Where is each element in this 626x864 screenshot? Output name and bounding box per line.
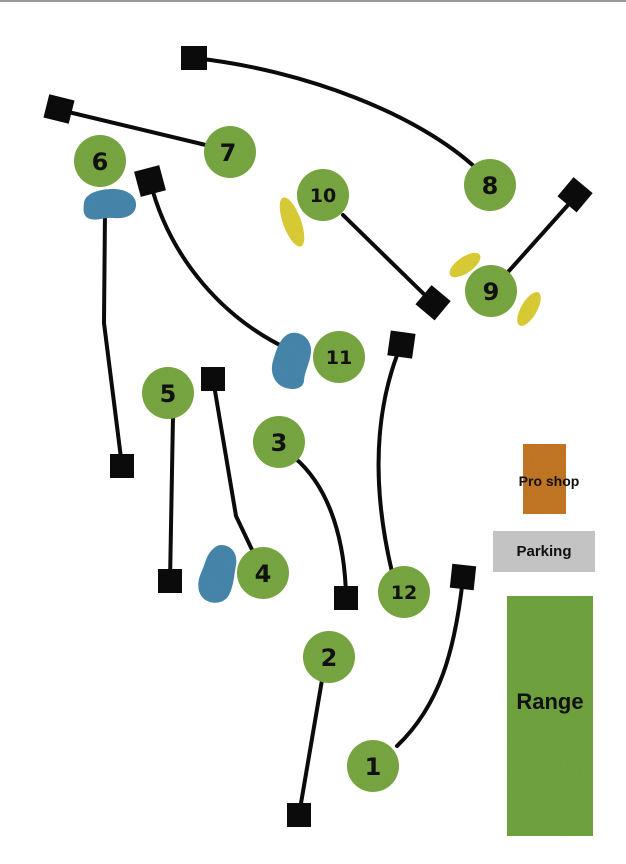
water-hazard-hole-6 xyxy=(83,189,137,220)
hole-number-3: 3 xyxy=(271,429,288,457)
hole-number-9: 9 xyxy=(483,278,500,306)
fairway-hole-12 xyxy=(376,343,403,574)
fairway-hole-4 xyxy=(211,377,257,558)
green-hole-1: 1 xyxy=(347,740,399,792)
green-hole-6: 6 xyxy=(74,135,126,187)
green-hole-3: 3 xyxy=(253,416,305,468)
fairway-hole-5 xyxy=(168,414,175,584)
green-hole-2: 2 xyxy=(303,631,355,683)
range-label: Range xyxy=(516,689,583,714)
hole-number-11: 11 xyxy=(326,347,352,369)
fairway-hole-9 xyxy=(506,194,578,274)
fairway-hole-8 xyxy=(192,56,480,172)
sand-bunker-hole-10 xyxy=(279,197,305,247)
hole-number-4: 4 xyxy=(255,560,272,588)
pro-shop-building xyxy=(523,444,566,514)
sand-bunker-hole-9-right xyxy=(517,292,541,326)
fairway-hole-7 xyxy=(58,108,212,148)
tee-box-9 xyxy=(557,177,593,213)
hole-number-5: 5 xyxy=(160,380,177,408)
green-hole-9: 9 xyxy=(465,265,517,317)
fairway-hole-11 xyxy=(148,179,292,352)
parking-lot xyxy=(493,531,595,572)
water-hazard-hole-11 xyxy=(271,332,312,389)
green-hole-5: 5 xyxy=(142,367,194,419)
pro-shop-label: Pro shop xyxy=(519,473,580,489)
sand-bunker-hole-9-left xyxy=(449,252,481,278)
hole-number-12: 12 xyxy=(391,582,417,604)
fairway-hole-1 xyxy=(395,576,465,748)
tee-box-3 xyxy=(334,586,358,610)
hole-number-1: 1 xyxy=(365,753,382,781)
fairway-hole-2 xyxy=(297,678,324,817)
tee-box-11 xyxy=(134,165,166,197)
hole-number-7: 7 xyxy=(220,139,237,167)
tee-box-12 xyxy=(387,330,416,359)
green-hole-12: 12 xyxy=(378,566,430,618)
green-hole-8: 8 xyxy=(464,159,516,211)
tee-box-4 xyxy=(201,367,225,391)
green-hole-7: 7 xyxy=(204,126,256,178)
fairway-hole-3 xyxy=(293,456,348,599)
hole-number-6: 6 xyxy=(92,148,109,176)
tee-box-5 xyxy=(158,569,182,593)
tee-box-8 xyxy=(181,46,207,70)
fairway-hole-10 xyxy=(341,213,435,305)
tee-box-6 xyxy=(110,454,134,478)
tee-box-7 xyxy=(43,94,75,124)
tee-box-2 xyxy=(287,803,311,827)
driving-range xyxy=(507,596,593,836)
green-hole-4: 4 xyxy=(237,547,289,599)
hole-number-10: 10 xyxy=(310,185,336,207)
fairway-hole-6 xyxy=(101,208,124,468)
tee-box-10 xyxy=(415,285,451,321)
green-hole-10: 10 xyxy=(297,169,349,221)
green-hole-11: 11 xyxy=(313,331,365,383)
hole-number-8: 8 xyxy=(482,172,499,200)
top-border xyxy=(0,0,626,2)
tee-box-1 xyxy=(449,563,477,591)
parking-label: Parking xyxy=(516,543,571,560)
hole-number-2: 2 xyxy=(321,644,338,672)
water-hazard-hole-4 xyxy=(198,545,237,603)
